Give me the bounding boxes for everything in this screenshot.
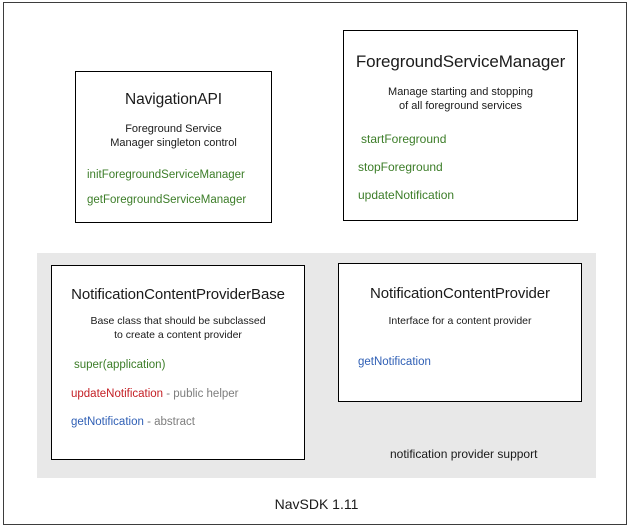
class-member[interactable]: stopForeground (358, 161, 577, 173)
class-title-navigation-api: NavigationAPI (125, 91, 222, 108)
class-box-foreground-service-manager[interactable]: ForegroundServiceManager Manage starting… (343, 30, 578, 221)
class-member-name: startForeground (361, 131, 447, 146)
class-description-line: Manager singleton control (110, 137, 237, 150)
class-member[interactable]: updateNotification (358, 189, 577, 201)
class-description-foreground-service-manager: Manage starting and stopping of all fore… (344, 85, 577, 114)
class-title-foreground-service-manager: ForegroundServiceManager (355, 52, 566, 71)
class-box-navigation-api[interactable]: NavigationAPI Foreground Service Manager… (75, 71, 272, 223)
class-member-list-navigation-api: initForegroundServiceManager getForegrou… (76, 168, 271, 207)
class-member[interactable]: startForeground (358, 133, 577, 145)
class-description-line: of all foreground services (399, 100, 522, 113)
class-box-notification-content-provider[interactable]: NotificationContentProvider Interface fo… (338, 263, 582, 402)
class-member[interactable]: getForegroundServiceManager (87, 194, 271, 207)
group-panel-caption: notification provider support (390, 447, 538, 461)
class-title-notification-content-provider-base: NotificationContentProviderBase (71, 286, 285, 303)
class-member-name: getNotification (358, 355, 431, 368)
class-member-name: updateNotification (71, 387, 164, 400)
class-box-notification-content-provider-base[interactable]: NotificationContentProviderBase Base cla… (51, 265, 305, 460)
class-member-note: - abstract (143, 416, 196, 429)
class-description-line: Base class that should be subclassed (90, 315, 266, 327)
class-description-line: to create a content provider (114, 328, 242, 341)
class-description-line: Interface for a content provider (388, 315, 532, 327)
class-member-name: initForegroundServiceManager (87, 168, 245, 181)
class-member-list-notification-content-provider-base: super(application) updateNotification - … (52, 360, 304, 429)
class-member[interactable]: initForegroundServiceManager (87, 168, 271, 182)
class-member-name: super(application) (74, 359, 166, 372)
class-member[interactable]: super(application) (71, 360, 304, 372)
class-member-note: - public helper (163, 387, 239, 400)
class-description-notification-content-provider-base: Base class that should be subclassed to … (52, 315, 304, 342)
class-member-list-foreground-service-manager: startForeground stopForeground updateNot… (344, 133, 577, 201)
class-description-notification-content-provider: Interface for a content provider (339, 315, 581, 329)
diagram-footer-label: NavSDK 1.11 (274, 496, 359, 512)
class-member-name: getNotification (71, 416, 144, 429)
class-member[interactable]: getNotification - abstract (71, 417, 304, 429)
class-description-line: Foreground Service (125, 123, 222, 135)
class-member[interactable]: getNotification (358, 355, 581, 369)
class-title-notification-content-provider: NotificationContentProvider (370, 285, 550, 302)
class-description-navigation-api: Foreground Service Manager singleton con… (76, 122, 271, 151)
class-member-list-notification-content-provider: getNotification (339, 355, 581, 369)
class-member[interactable]: updateNotification - public helper (71, 387, 304, 401)
class-member-name: getForegroundServiceManager (87, 194, 247, 207)
class-member-name: updateNotification (358, 187, 455, 202)
class-description-line: Manage starting and stopping (388, 86, 533, 98)
class-member-name: stopForeground (358, 159, 443, 174)
